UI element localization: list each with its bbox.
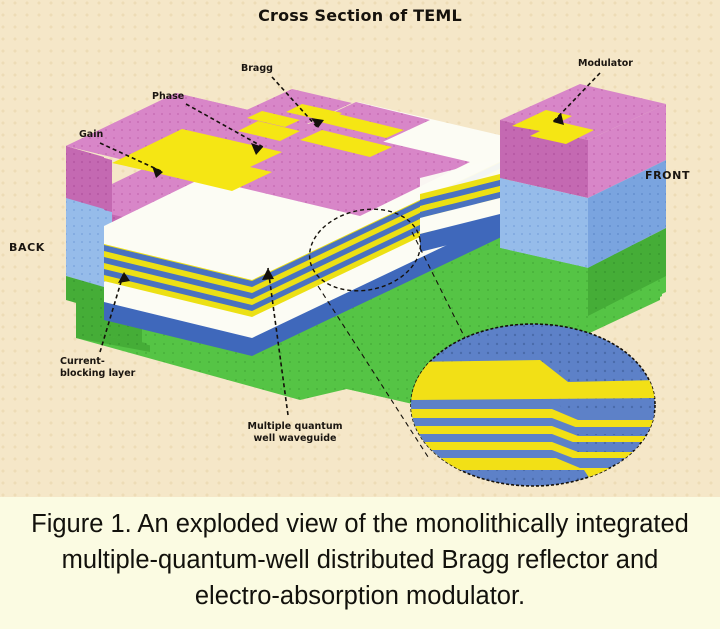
label-phase: Phase	[152, 91, 185, 102]
phase-electrode-2	[238, 121, 300, 141]
modulator-facet-stack	[420, 158, 500, 252]
modulator-blue-front	[500, 178, 588, 268]
label-mqw-waveguide: Multiple quantum well waveguide	[247, 421, 343, 444]
modulator-electrode	[512, 110, 594, 144]
label-current-blocking-layer: Current-blocking layer	[60, 356, 136, 379]
modulator-pink-right	[588, 104, 666, 198]
figure-caption-text: Figure 1. An exploded view of the monoli…	[31, 510, 689, 610]
magnified-inset	[410, 323, 656, 487]
magnifier-leader-top	[411, 231, 469, 345]
label-gain: Gain	[79, 129, 104, 140]
label-front: FRONT	[645, 169, 691, 182]
phase-electrode	[247, 111, 300, 127]
figure-caption: Figure 1. An exploded view of the monoli…	[0, 497, 720, 629]
gain-electrode	[112, 129, 282, 191]
modulator-green-right	[588, 228, 666, 316]
bragg-electrode-3	[312, 112, 404, 138]
label-bragg: Bragg	[241, 63, 273, 74]
modulator-blue-right	[588, 160, 666, 268]
figure-title: Cross Section of TEML	[258, 6, 462, 25]
label-modulator: Modulator	[578, 58, 633, 69]
diagram-panel: Cross Section of TEML Gain Phase Bragg M…	[0, 0, 720, 497]
callout-arrowheads	[118, 113, 564, 283]
modulator-green-front	[500, 248, 588, 316]
bragg-electrode-2	[300, 130, 392, 157]
magnifier-region-outline	[308, 208, 422, 292]
cross-section-illustration	[66, 72, 666, 487]
magnifier-leader-bottom	[317, 285, 431, 461]
label-back: BACK	[9, 241, 45, 254]
